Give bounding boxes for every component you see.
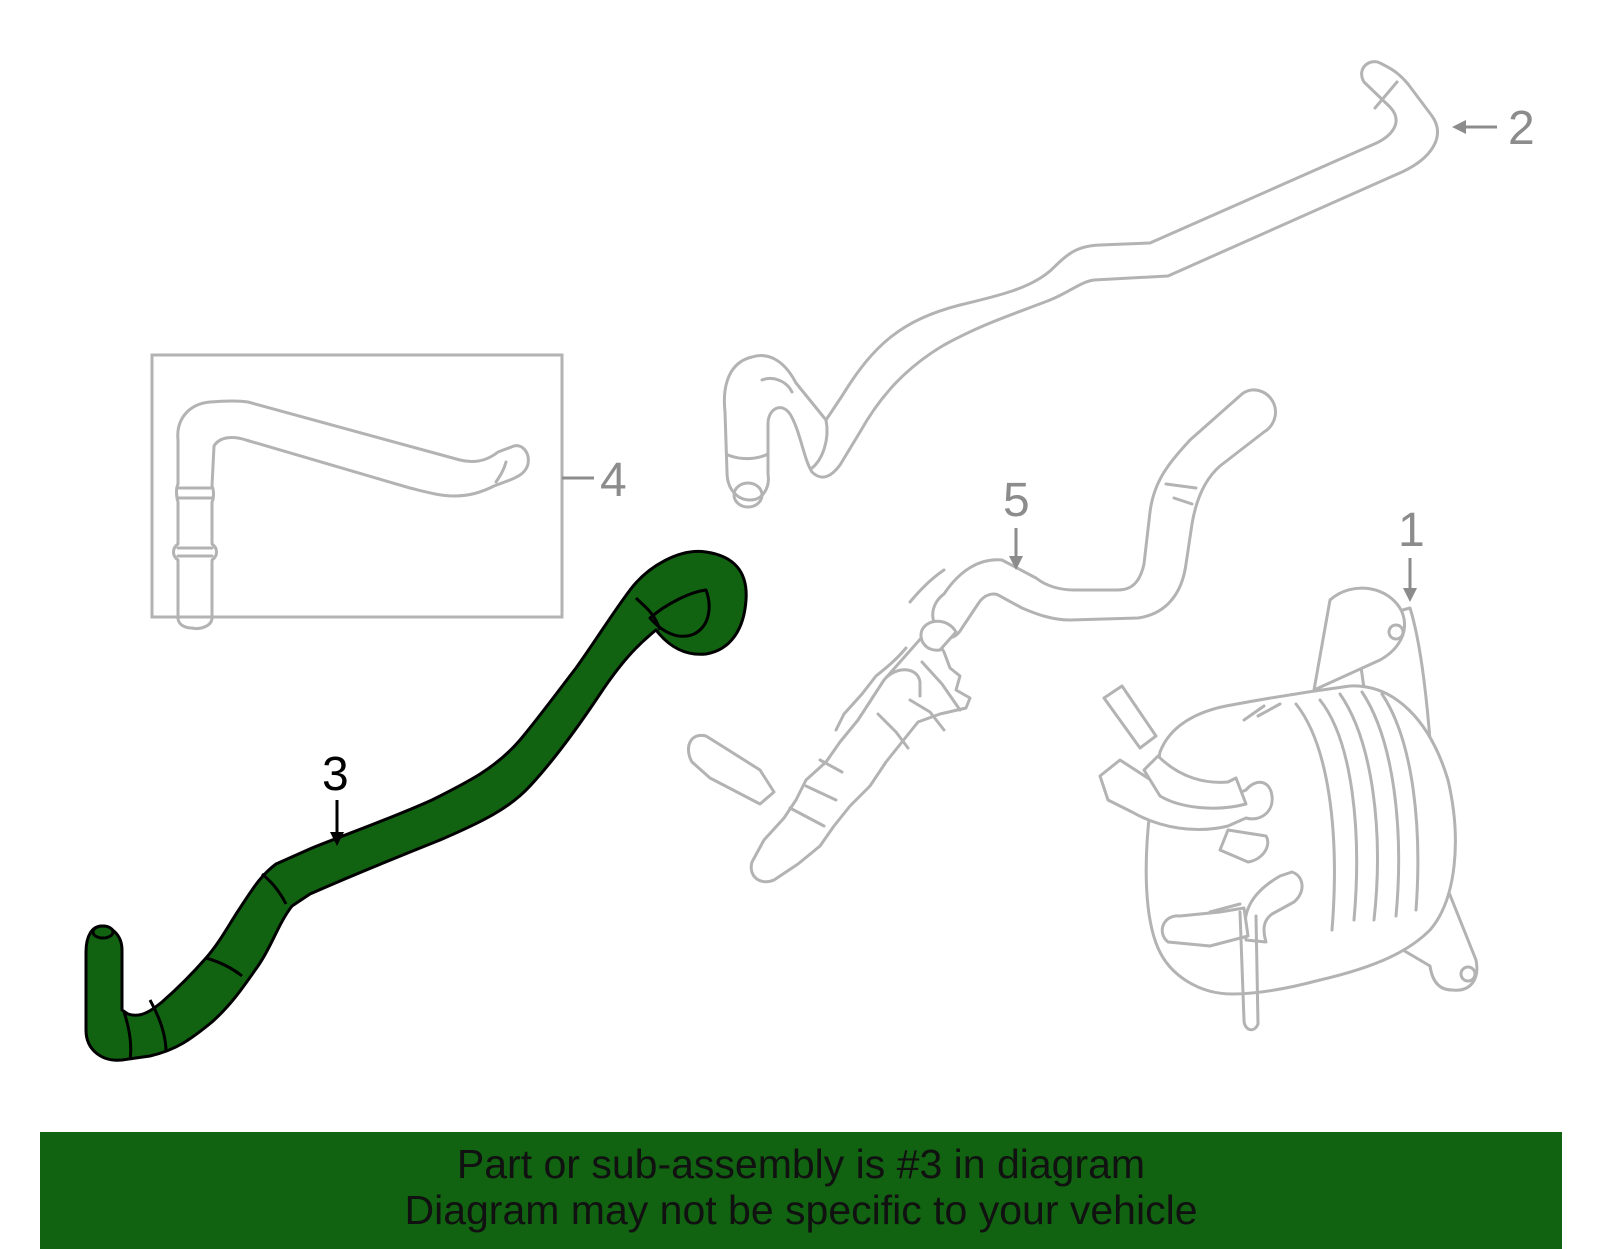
callout-4-label: 4 (600, 454, 627, 507)
callout-2: 2 (1452, 102, 1535, 155)
banner-line-2: Diagram may not be specific to your vehi… (404, 1187, 1198, 1233)
callout-3-label: 3 (322, 748, 349, 801)
callout-4: 4 (562, 454, 627, 507)
part-1-oil-cooler[interactable] (1098, 586, 1479, 1032)
part-3-hose[interactable] (84, 549, 748, 1062)
banner-line-1: Part or sub-assembly is #3 in diagram (456, 1141, 1146, 1187)
part-4-box[interactable] (150, 353, 564, 630)
callout-1-label: 1 (1398, 504, 1425, 557)
callout-1: 1 (1398, 504, 1425, 602)
callout-5-label: 5 (1003, 474, 1030, 527)
callout-3: 3 (322, 748, 349, 846)
part-2-hose[interactable] (722, 60, 1439, 509)
info-banner: Part or sub-assembly is #3 in diagram Di… (40, 1132, 1562, 1249)
callout-2-label: 2 (1508, 102, 1535, 155)
callout-5: 5 (1003, 474, 1030, 570)
part-5-hose-assembly[interactable] (687, 388, 1278, 884)
